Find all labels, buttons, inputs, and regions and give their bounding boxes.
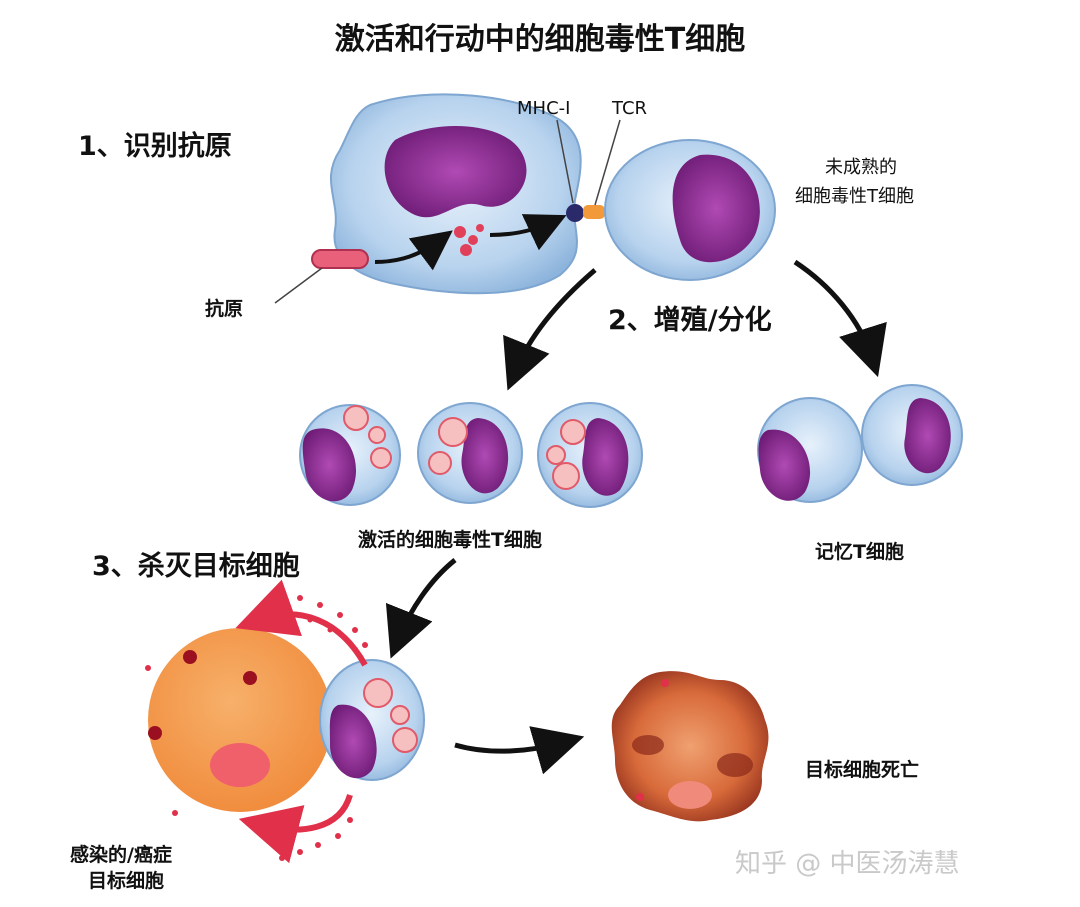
tcr-pointer: [594, 119, 621, 206]
memory-cell-label: 记忆T细胞: [815, 541, 904, 563]
death-label: 目标细胞死亡: [805, 759, 920, 781]
killer-t-cell: [319, 659, 425, 781]
arrow-to-death: [454, 726, 585, 775]
mhc-pointer: [556, 119, 574, 204]
arrow-to-memory: [793, 259, 887, 378]
infected-cell-label-2: 目标细胞: [88, 870, 165, 892]
antigen-rod: [311, 249, 369, 269]
watermark: 知乎 @ 中医汤涛慧: [735, 849, 960, 879]
mhc-tcr-complex: [566, 204, 605, 222]
immature-t-cell: [604, 139, 776, 281]
infected-cell-label-1: 感染的/癌症: [70, 844, 172, 866]
antigen-presenting-cell: [330, 93, 582, 295]
tcr-label: TCR: [612, 98, 648, 119]
antigen-pointer: [274, 267, 323, 304]
mhc-label: MHC-I: [517, 98, 571, 119]
memory-t-cell-2: [861, 384, 963, 486]
memory-t-cell-1: [757, 397, 863, 503]
immature-cell-label-2: 细胞毒性T细胞: [795, 186, 914, 207]
diagram-title: 激活和行动中的细胞毒性T细胞: [334, 22, 746, 57]
arrow-to-kill: [385, 558, 457, 659]
step-kill-target: 3、杀灭目标细胞: [92, 551, 300, 582]
kill-arrow-bottom: [238, 794, 353, 864]
activated-cell-label: 激活的细胞毒性T细胞: [358, 529, 542, 551]
antigen-label: 抗原: [205, 298, 244, 320]
arrow-antigen-uptake: [374, 230, 453, 271]
activated-t-cell-3: [537, 402, 643, 508]
infected-target-cell: [148, 628, 332, 812]
immature-cell-label-1: 未成熟的: [825, 157, 897, 178]
activated-t-cell-1: [299, 404, 401, 506]
cytotoxic-granules-dots: [145, 595, 368, 861]
step-proliferate: 2、增殖/分化: [608, 305, 772, 336]
dead-target-cell: [611, 671, 769, 822]
activated-t-cell-2: [417, 402, 523, 504]
arrow-antigen-presentation: [489, 214, 567, 251]
step-recognize-antigen: 1、识别抗原: [78, 131, 232, 162]
arrow-to-activated: [503, 268, 597, 391]
kill-arrow-top: [235, 579, 368, 667]
antigen-fragments: [454, 224, 484, 256]
